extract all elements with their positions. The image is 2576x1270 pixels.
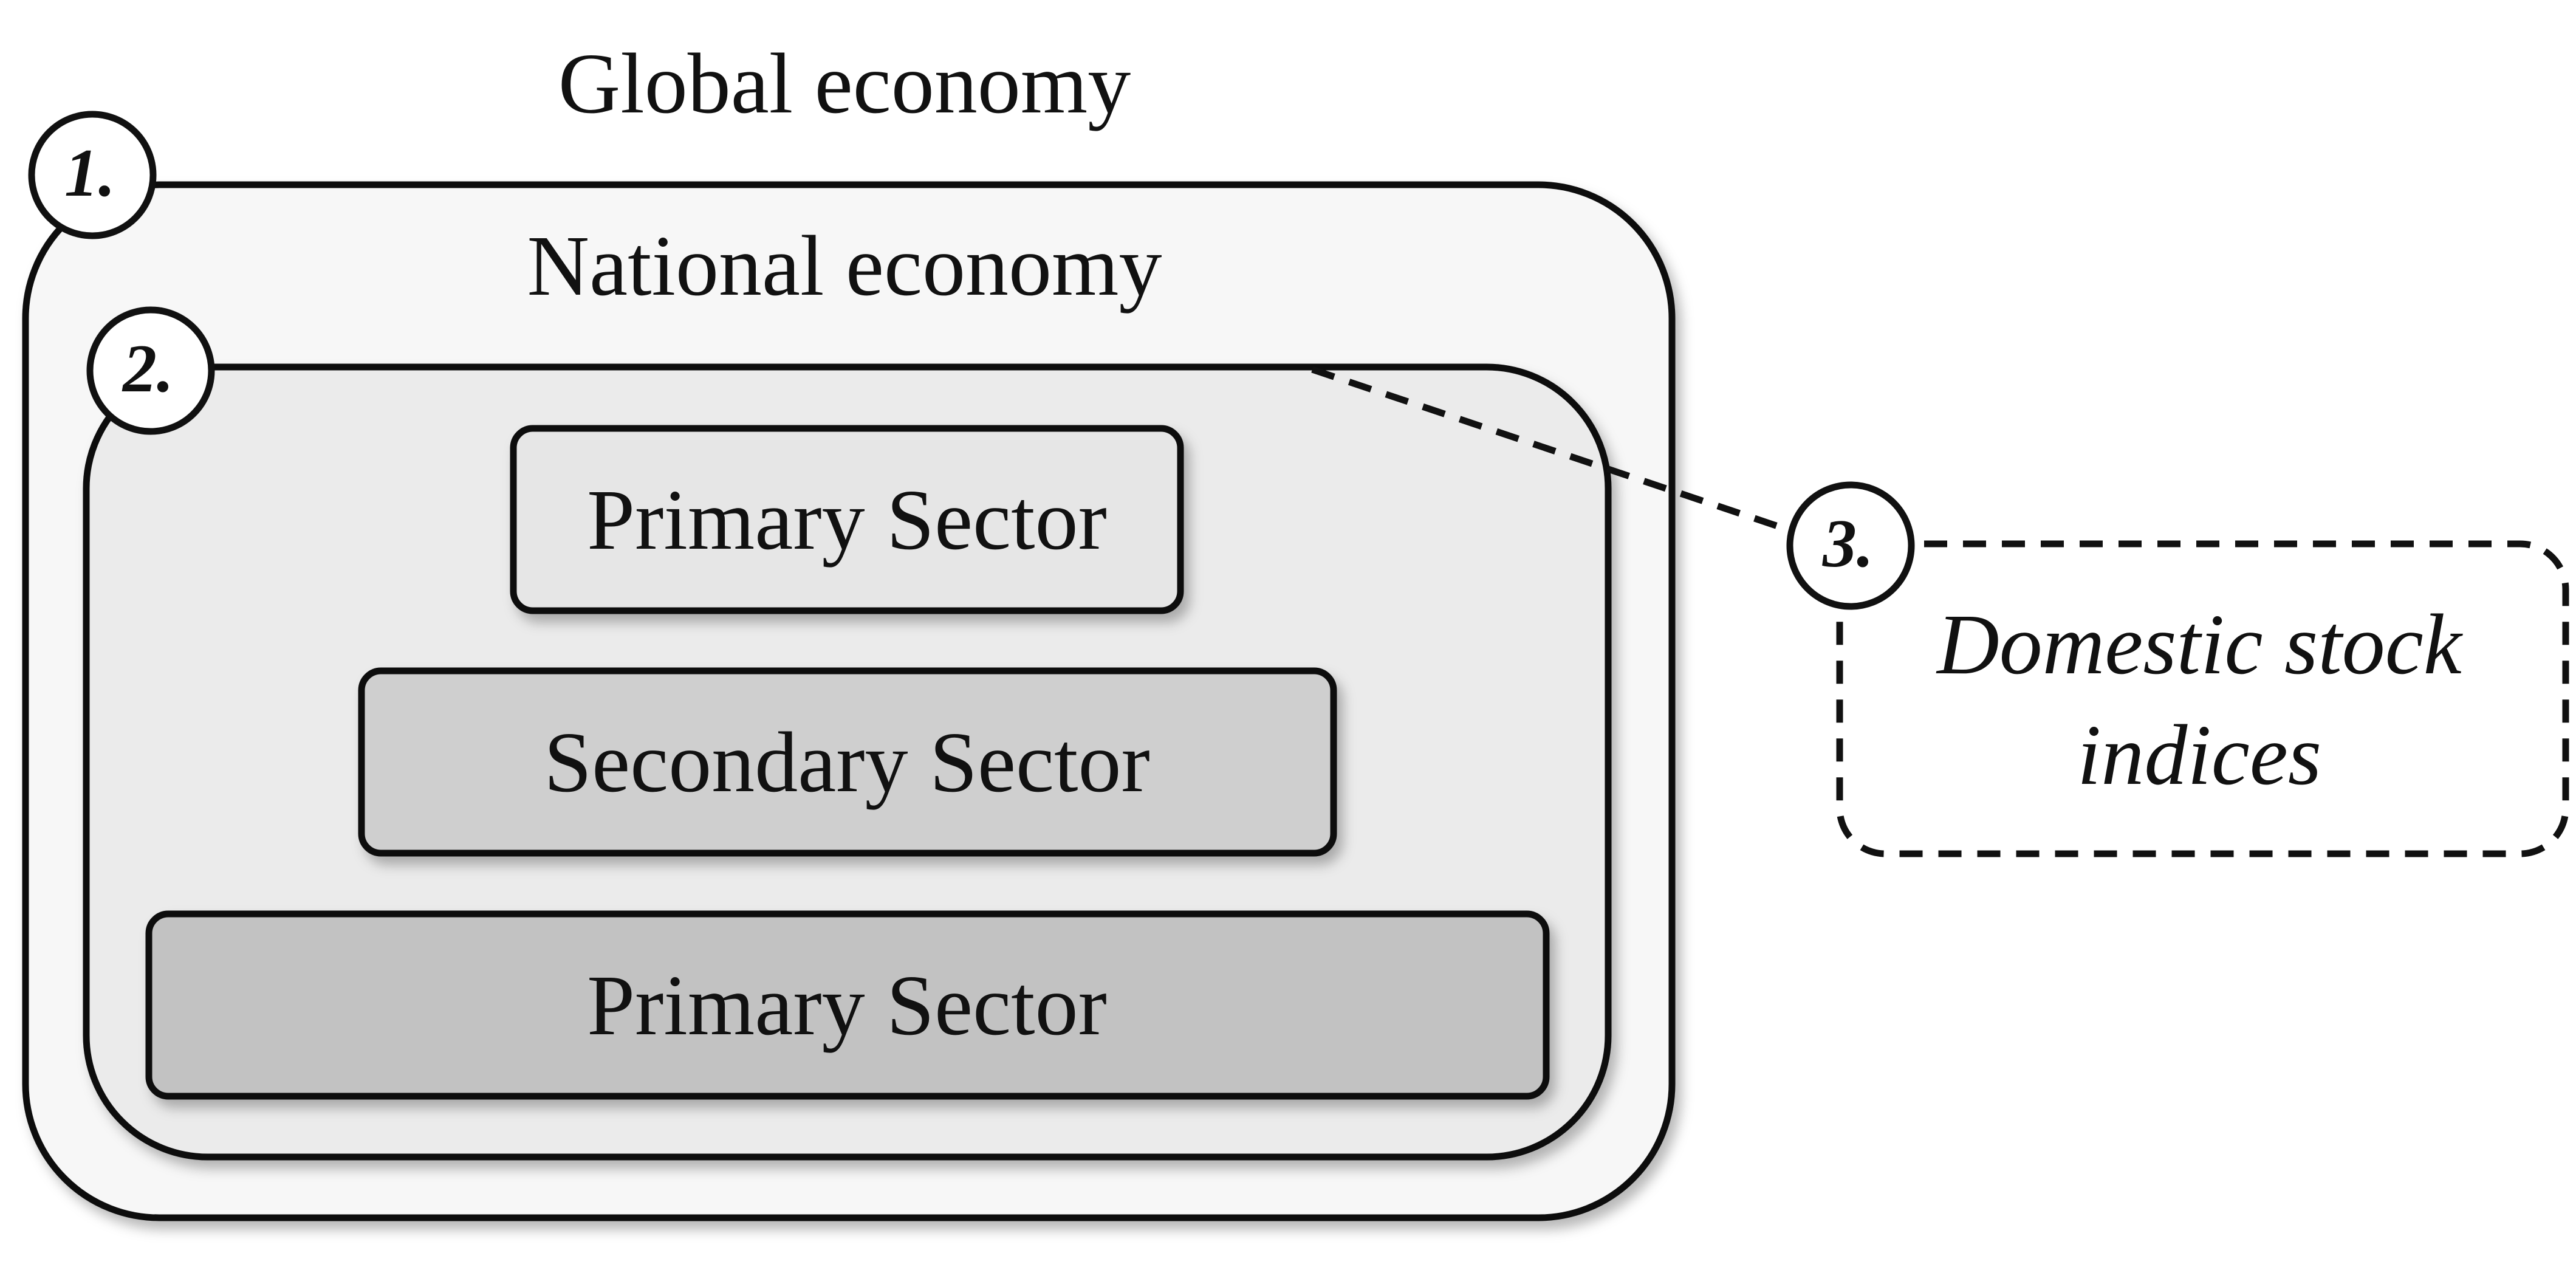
- marker-3: 3.: [1786, 481, 1915, 610]
- sector-primary-bottom-label: Primary Sector: [587, 957, 1107, 1053]
- marker-2-label: 2.: [122, 331, 174, 407]
- global-economy-title: Global economy: [558, 35, 1131, 131]
- sector-primary-top-label: Primary Sector: [587, 472, 1107, 568]
- stock-indices-line1: Domestic stock: [1936, 596, 2464, 692]
- marker-1: 1.: [28, 111, 157, 239]
- marker-2-circle: [86, 306, 215, 435]
- marker-1-circle: [28, 111, 157, 239]
- marker-1-label: 1.: [64, 136, 115, 211]
- sector-primary-bottom-box: [145, 910, 1550, 1100]
- marker-2: 2.: [86, 306, 215, 435]
- marker-3-circle: [1786, 481, 1915, 610]
- sector-secondary-label: Secondary Sector: [544, 714, 1150, 810]
- marker-3-label: 3.: [1822, 506, 1874, 582]
- sector-primary-top: Primary Sector: [510, 425, 1184, 614]
- callout-connector: [1311, 366, 1804, 538]
- sector-primary-top-box: [510, 425, 1184, 614]
- national-economy-title: National economy: [527, 218, 1162, 314]
- stock-indices-callout-box: [1836, 540, 2569, 857]
- stock-indices-line2: indices: [2077, 707, 2321, 803]
- sector-primary-bottom: Primary Sector: [145, 910, 1550, 1100]
- sector-secondary-box: [358, 667, 1337, 857]
- sector-secondary: Secondary Sector: [358, 667, 1337, 857]
